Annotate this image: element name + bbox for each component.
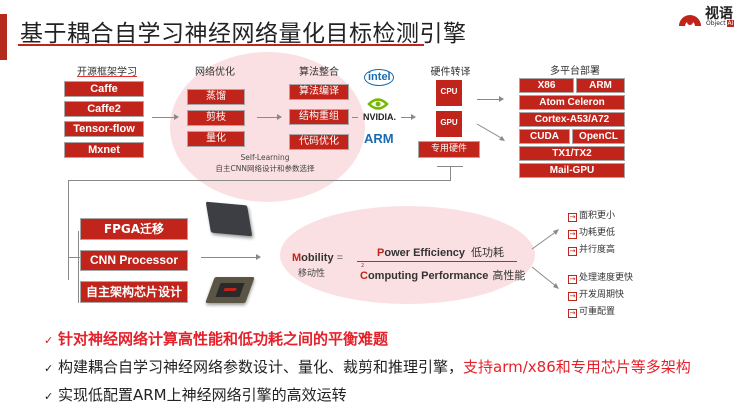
platform-mali-gpu: Mail-GPU: [519, 163, 625, 178]
check-icon: ✓: [44, 334, 54, 347]
formula-mobility-cn: 移动性: [298, 269, 326, 279]
benefit-high-parallelism: →并行度高: [568, 245, 616, 256]
processor-chip-image: [205, 277, 255, 303]
fpga-chip-image: [205, 201, 253, 237]
formula-fraction-bar: [357, 261, 517, 262]
benefit-fast-dev-cycle: →开发周期快: [568, 290, 625, 301]
network-opt-heading: 网络优化: [195, 67, 235, 78]
formula-blob: [280, 206, 535, 304]
bullet-1: ✓ 针对神经网络计算高性能和低功耗之间的平衡难题: [44, 330, 389, 348]
accent-bar: [0, 14, 7, 60]
logo-icon: [679, 15, 701, 26]
algo-code-opt: 代码优化: [289, 134, 349, 150]
arrow-vendors-to-hw: [401, 114, 416, 120]
logo-name: 视语: [705, 6, 733, 22]
arrow-cpu-to-platforms: [477, 96, 504, 102]
framework-tensorflow: Tensor-flow: [64, 121, 144, 137]
connector-top-horizontal: [68, 180, 450, 181]
chip-custom-arch: 自主架构芯片设计: [80, 281, 188, 303]
benefit-faster-processing: →处理速度更快: [568, 273, 634, 284]
opt-quantize: 量化: [187, 131, 245, 147]
platform-atom-celeron: Atom Celeron: [519, 95, 625, 110]
algo-compile: 算法编译: [289, 84, 349, 100]
platform-tx1-tx2: TX1/TX2: [519, 146, 625, 161]
hw-cpu: CPU: [436, 80, 462, 106]
nvidia-eye-icon: [367, 98, 389, 110]
check-icon: ✓: [44, 362, 54, 375]
self-learning-label: Self-Learning: [240, 153, 290, 162]
hw-gpu: GPU: [436, 111, 462, 137]
connector-left-to-cnn: [68, 257, 80, 258]
benefit-lower-power: →功耗更低: [568, 228, 616, 239]
arm-label: ARM: [364, 131, 394, 146]
platform-cortex: Cortex-A53/A72: [519, 112, 625, 127]
intel-label: intel: [368, 71, 391, 83]
self-learning-desc: 自主CNN网络设计和参数选择: [215, 164, 315, 173]
platform-x86: X86: [519, 78, 574, 93]
algo-heading: 算法整合: [299, 67, 339, 78]
algo-restructure: 结构重组: [289, 109, 349, 125]
connector-hw-tee: [437, 166, 463, 167]
connector-left-vertical: [68, 180, 69, 280]
frameworks-heading: 开源框架学习: [77, 67, 137, 78]
arrow-opt-to-algo: [257, 114, 282, 120]
title-underline: [18, 44, 424, 46]
arrow-gpu-to-platforms: [476, 123, 505, 141]
platforms-heading: 多平台部署: [550, 66, 600, 77]
opt-distill: 蒸馏: [187, 89, 245, 105]
benefit-arrows: [531, 229, 559, 289]
chip-cnn-processor: CNN Processor: [80, 250, 188, 271]
platform-cuda: CUDA: [519, 129, 570, 144]
framework-caffe2: Caffe2: [64, 101, 144, 117]
arrow-frameworks-to-opt: [152, 114, 179, 120]
platform-opencl: OpenCL: [572, 129, 625, 144]
page-title: 基于耦合自学习神经网络量化目标检测引擎: [20, 21, 467, 47]
opt-prune: 剪枝: [187, 110, 245, 126]
arrow-chips-to-formula: [201, 254, 261, 260]
nvidia-label: NVIDIA.: [363, 112, 397, 122]
chip-fpga: FPGA迁移: [80, 218, 188, 240]
formula-mobility: Mobility =: [292, 252, 344, 264]
intel-logo-icon: [364, 69, 394, 86]
bullet-2: ✓ 构建耦合自学习神经网络参数设计、量化、裁剪和推理引擎，支持arm/x86和专…: [44, 358, 691, 376]
formula-exponent: 2: [361, 263, 365, 269]
connector-hw-drop: [450, 166, 451, 181]
framework-caffe: Caffe: [64, 81, 144, 97]
self-learning-blob: [170, 52, 365, 202]
connector-chip-bracket: [78, 231, 79, 303]
framework-mxnet: Mxnet: [64, 142, 144, 158]
hw-dedicated: 专用硬件: [418, 141, 480, 158]
hardware-heading: 硬件转译: [430, 67, 471, 78]
connector-algo-vendors: [352, 117, 358, 118]
bullet-3: ✓ 实现低配置ARM上神经网络引擎的高效运转: [44, 386, 347, 404]
platform-arm: ARM: [576, 78, 625, 93]
benefit-reconfigurable: →可重配置: [568, 307, 616, 318]
check-icon: ✓: [44, 390, 54, 403]
benefit-smaller-area: →面积更小: [568, 211, 616, 222]
